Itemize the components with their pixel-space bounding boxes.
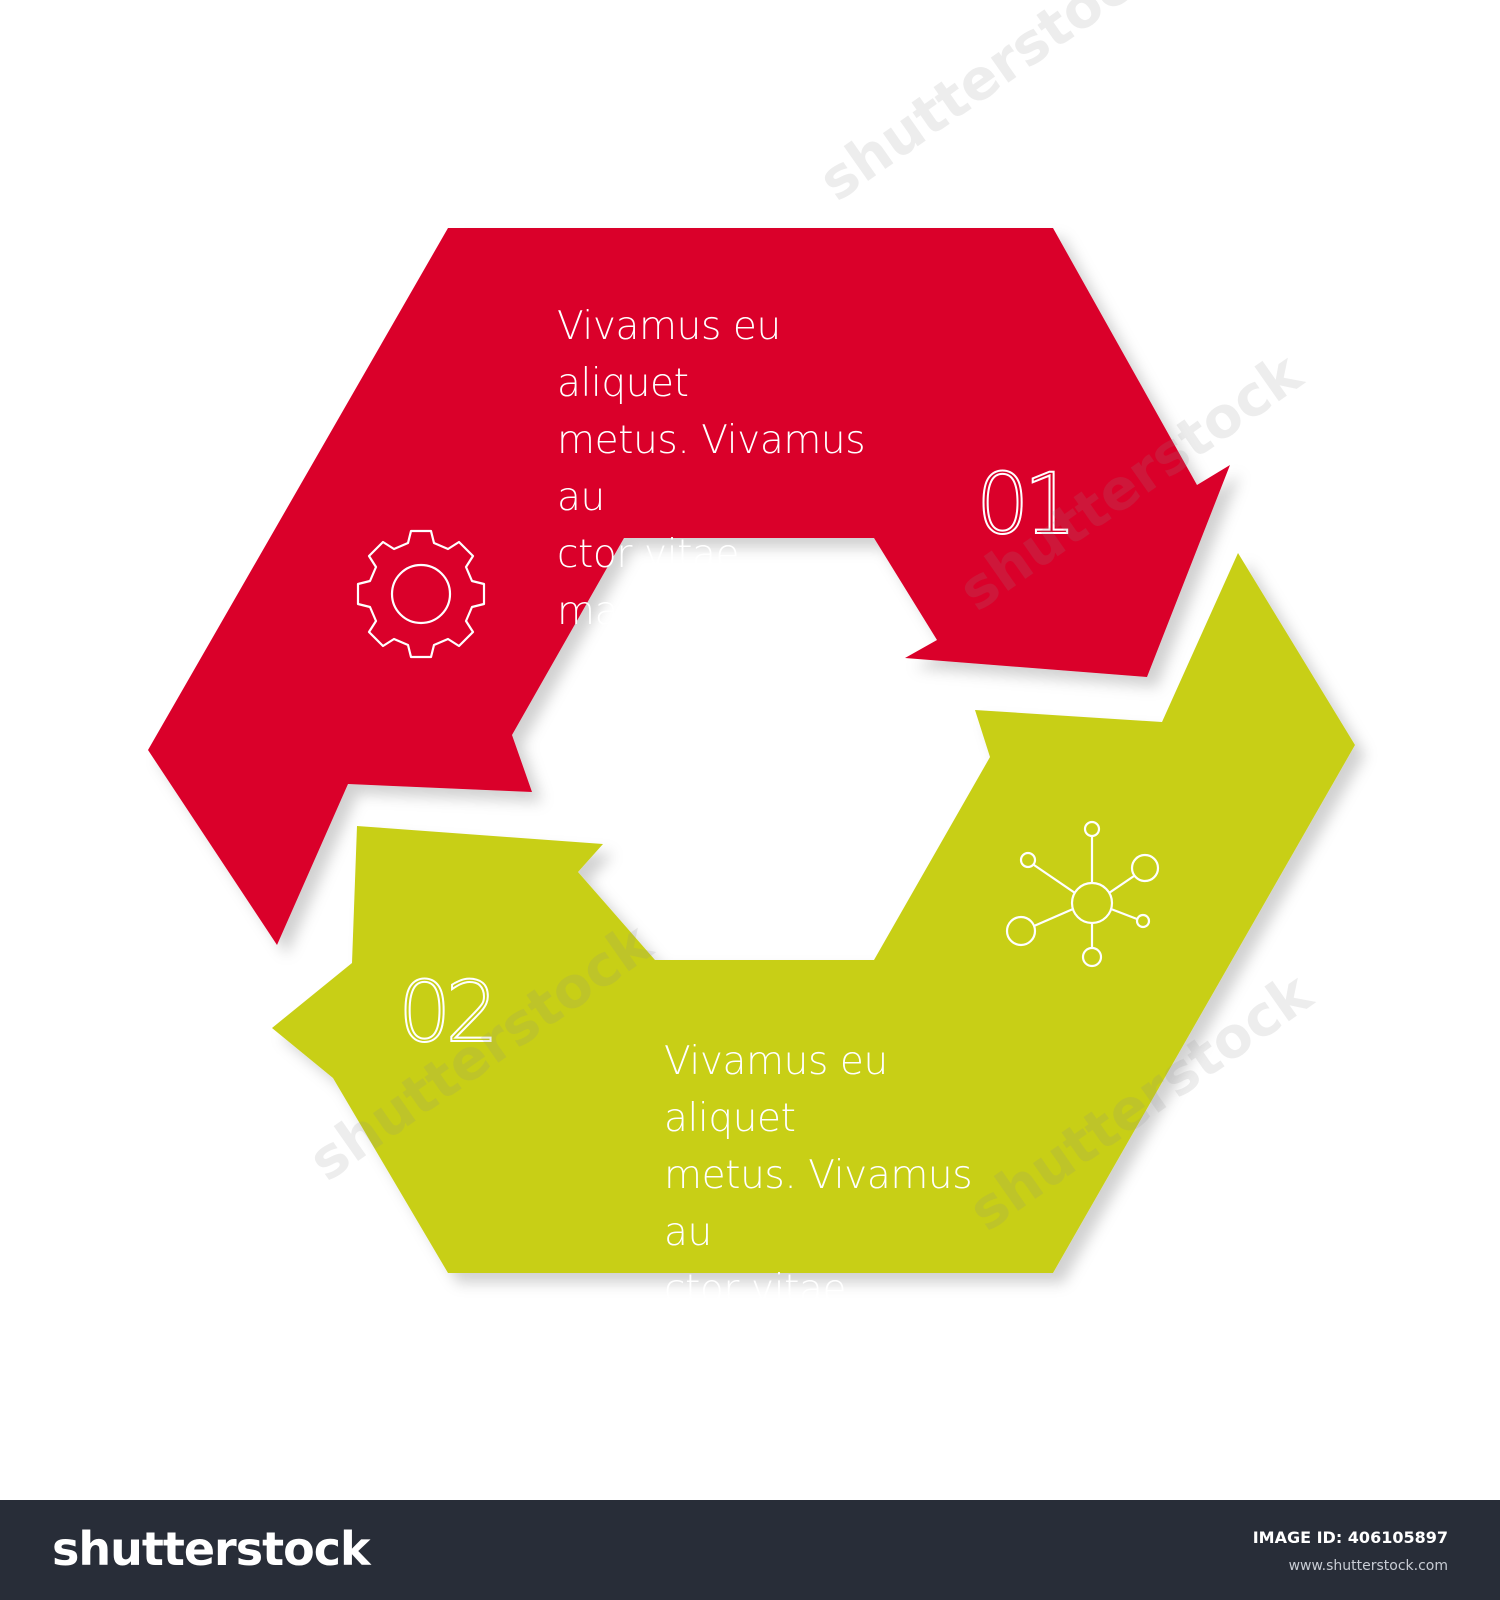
step-2-number: 02 xyxy=(397,963,500,1061)
step-1-arrow xyxy=(148,228,1230,945)
image-id: IMAGE ID: 406105897 xyxy=(1253,1528,1448,1547)
step-1-number: 01 xyxy=(975,455,1078,553)
network-icon xyxy=(1005,820,1160,968)
cycle-diagram xyxy=(148,228,1355,1273)
footer-bar: shutterstock IMAGE ID: 406105897 www.shu… xyxy=(0,1500,1500,1600)
diagram-canvas: Vivamus eu aliquet metus. Vivamus au cto… xyxy=(148,0,1355,1369)
gear-icon xyxy=(356,529,486,659)
step-1-text: Vivamus eu aliquet metus. Vivamus au cto… xyxy=(557,304,866,634)
footer-logo[interactable]: shutterstock xyxy=(52,1522,371,1576)
step-2-arrow xyxy=(272,553,1355,1273)
image-id-label: IMAGE ID: xyxy=(1252,1528,1343,1547)
step-2-text: Vivamus eu aliquet metus. Vivamus au cto… xyxy=(664,1039,973,1369)
image-id-value: 406105897 xyxy=(1347,1528,1448,1547)
footer-site-link[interactable]: www.shutterstock.com xyxy=(1288,1558,1448,1574)
